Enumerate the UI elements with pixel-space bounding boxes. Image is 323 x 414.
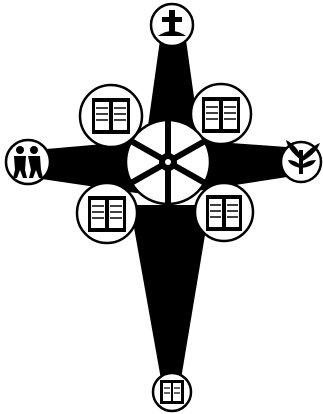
bottom-medallion bbox=[153, 373, 191, 411]
book-medallion-lower-left bbox=[77, 183, 137, 243]
book-icon bbox=[160, 380, 184, 404]
center-wheel bbox=[126, 120, 210, 204]
right-medallion bbox=[281, 140, 321, 182]
book-medallion-lower-right bbox=[195, 183, 253, 241]
open-book-icon bbox=[206, 195, 242, 231]
open-book-icon bbox=[88, 196, 126, 232]
open-book-icon bbox=[202, 97, 240, 133]
bottom-arm bbox=[130, 205, 210, 385]
left-medallion bbox=[6, 140, 50, 184]
open-book-icon bbox=[92, 98, 130, 134]
top-medallion bbox=[151, 4, 193, 46]
cross-arms bbox=[35, 40, 300, 385]
